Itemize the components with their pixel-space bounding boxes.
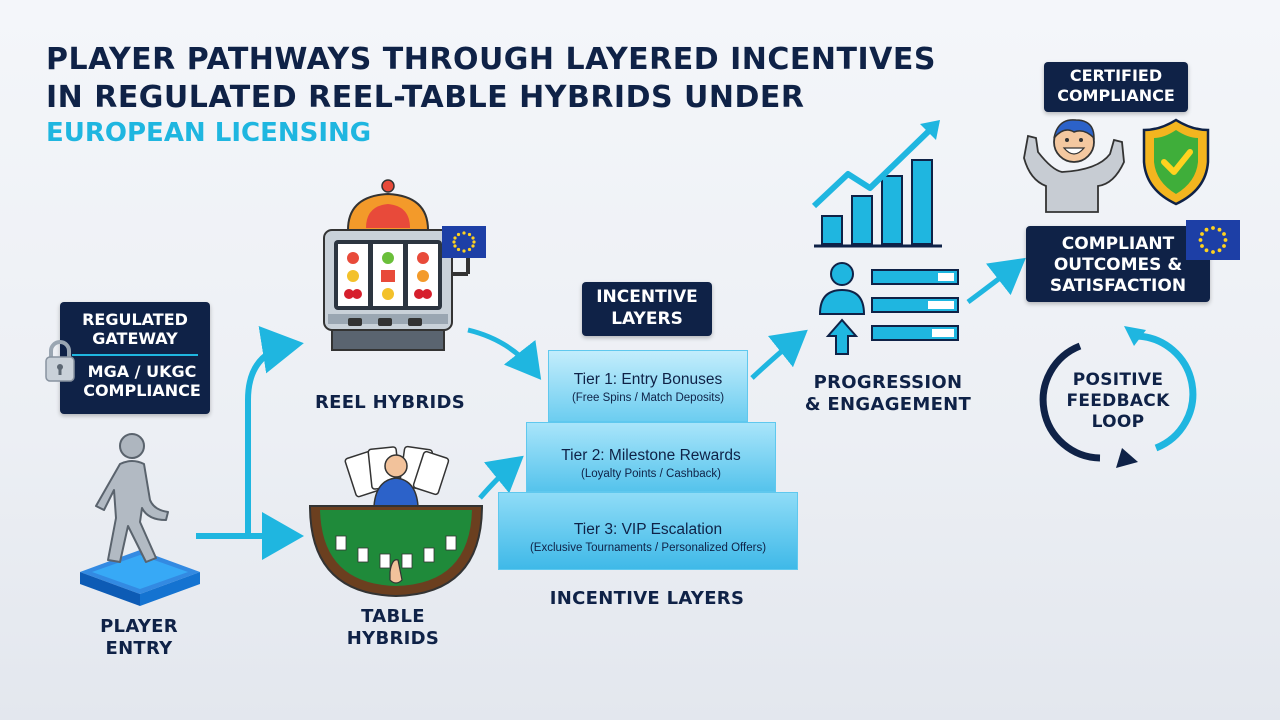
player-entry-label: PLAYER ENTRY (84, 616, 194, 660)
cycle-arrows-icon (1039, 326, 1197, 468)
tier-2-title: Tier 2: Milestone Rewards (561, 447, 741, 464)
gateway-line-4: COMPLIANCE (83, 381, 201, 400)
arrow-progression-to-outcomes (966, 257, 1026, 305)
shield-check-icon (1142, 118, 1210, 206)
tier-3-subtitle: (Exclusive Tournaments / Personalized Of… (529, 542, 767, 554)
tier-1-title: Tier 1: Entry Bonuses (573, 371, 723, 388)
happy-person-icon (1023, 119, 1125, 213)
progression-label: PROGRESSION & ENGAGEMENT (800, 372, 976, 416)
gateway-line-1: REGULATED (82, 310, 188, 329)
regulated-gateway-box: REGULATED GATEWAY MGA / UKGC COMPLIANCE (60, 302, 210, 414)
feedback-line-2: FEEDBACK (1066, 391, 1170, 411)
feedback-loop-label: POSITIVE FEEDBACK LOOP (1056, 370, 1180, 433)
certified-compliance-box: CERTIFIED COMPLIANCE (1044, 62, 1188, 112)
tier-3-block: Tier 3: VIP Escalation (Exclusive Tourna… (498, 492, 798, 570)
certified-line-1: CERTIFIED (1069, 66, 1163, 85)
reel-hybrids-label: REEL HYBRIDS (314, 392, 466, 413)
table-hybrids-line-1: TABLE (361, 606, 425, 627)
gateway-divider (72, 354, 198, 356)
incentive-box-line-2: LAYERS (611, 309, 683, 329)
tier-2-subtitle: (Loyalty Points / Cashback) (581, 468, 721, 480)
table-hybrids-line-2: HYBRIDS (346, 628, 440, 649)
outcomes-line-1: COMPLIANT (1061, 234, 1175, 254)
progression-line-2: & ENGAGEMENT (804, 394, 972, 415)
slot-machine-icon (323, 179, 475, 351)
feedback-line-3: LOOP (1091, 412, 1145, 432)
arrow-tiers-to-progression (750, 329, 808, 380)
progression-line-1: PROGRESSION (813, 372, 963, 393)
padlock-icon (45, 340, 75, 382)
title-line-1: PLAYER PATHWAYS THROUGH LAYERED INCENTIV… (46, 42, 936, 77)
feedback-line-1: POSITIVE (1072, 370, 1164, 390)
growth-chart-icon (811, 120, 959, 355)
title-line-2: IN REGULATED REEL-TABLE HYBRIDS UNDER (46, 80, 805, 115)
tier-1-block: Tier 1: Entry Bonuses (Free Spins / Matc… (548, 350, 748, 422)
incentive-box-line-1: INCENTIVE (596, 287, 698, 307)
gateway-line-2: GATEWAY (92, 329, 178, 348)
arrow-reel-to-tiers (467, 327, 542, 380)
outcomes-line-3: SATISFACTION (1049, 276, 1187, 296)
incentive-layers-box: INCENTIVE LAYERS (582, 282, 712, 336)
incentive-layers-caption: INCENTIVE LAYERS (549, 588, 745, 609)
certified-line-2: COMPLIANCE (1057, 86, 1175, 105)
eu-flag-icon (442, 226, 486, 258)
eu-flag-icon (1186, 220, 1240, 260)
tier-2-block: Tier 2: Milestone Rewards (Loyalty Point… (526, 422, 776, 492)
player-walking-icon (80, 433, 200, 606)
outcomes-line-2: OUTCOMES & (1053, 255, 1183, 275)
tier-3-title: Tier 3: VIP Escalation (573, 521, 723, 538)
title-line-3: EUROPEAN LICENSING (46, 118, 372, 148)
player-entry-line-2: ENTRY (105, 638, 173, 659)
tier-1-subtitle: (Free Spins / Match Deposits) (571, 392, 725, 404)
gateway-line-3: MGA / UKGC (87, 362, 197, 381)
card-table-icon (308, 445, 484, 598)
table-hybrids-label: TABLE HYBRIDS (328, 606, 458, 650)
arrow-entry-to-reel (245, 326, 304, 536)
player-entry-line-1: PLAYER (100, 616, 178, 637)
arrow-table-to-tiers (478, 455, 524, 500)
compliant-outcomes-box: COMPLIANT OUTCOMES & SATISFACTION (1026, 226, 1210, 302)
